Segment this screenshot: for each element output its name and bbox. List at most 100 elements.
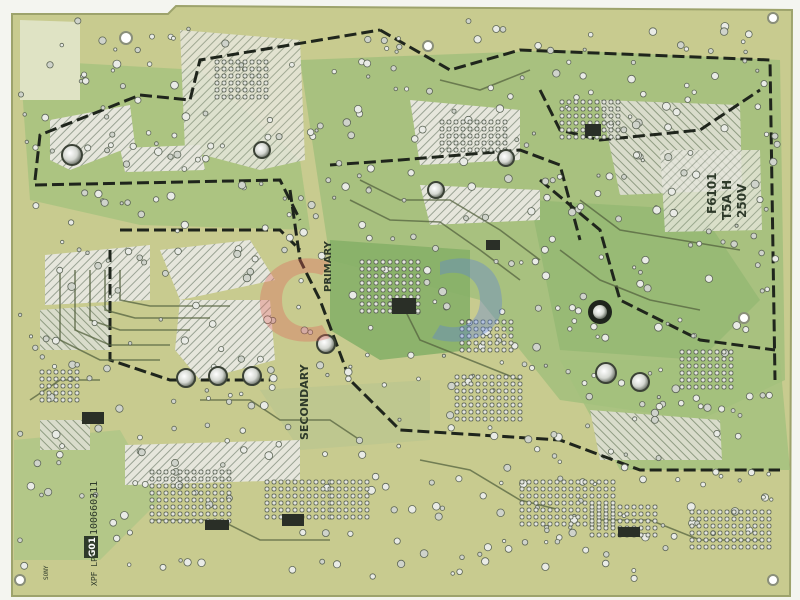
solder-pad-icon bbox=[60, 383, 66, 389]
solder-pad-icon bbox=[249, 80, 255, 86]
solder-pad-icon bbox=[501, 347, 507, 353]
solder-pad-icon bbox=[181, 112, 191, 121]
solder-pad-icon bbox=[692, 394, 700, 402]
solder-pad-icon bbox=[163, 518, 169, 524]
solder-pad-icon bbox=[468, 395, 474, 401]
solder-pad-icon bbox=[554, 500, 560, 506]
solder-pad-icon bbox=[503, 416, 509, 422]
solder-pad-icon bbox=[242, 73, 248, 79]
solder-pad-icon bbox=[697, 403, 704, 410]
solder-pad-icon bbox=[17, 91, 24, 98]
solder-pad-icon bbox=[256, 94, 262, 100]
solder-pad-icon bbox=[630, 60, 636, 66]
solder-pad-icon bbox=[648, 27, 658, 36]
solder-pad-icon bbox=[242, 66, 248, 72]
solder-pad-icon bbox=[582, 507, 588, 513]
hatched-copper-areas bbox=[20, 20, 762, 485]
solder-pad-icon bbox=[408, 287, 414, 293]
solder-pad-icon bbox=[482, 381, 488, 387]
solder-pad-icon bbox=[238, 391, 244, 397]
solder-pad-icon bbox=[707, 349, 713, 355]
solder-pad-icon bbox=[540, 486, 546, 492]
solder-pad-icon bbox=[555, 305, 561, 311]
solder-pad-icon bbox=[306, 128, 315, 136]
solder-pad-icon bbox=[745, 544, 751, 550]
solder-pad-icon bbox=[711, 72, 719, 80]
solder-pad-icon bbox=[534, 446, 541, 453]
solder-pad-icon bbox=[652, 511, 658, 517]
solder-pad-icon bbox=[540, 479, 546, 485]
solder-pad-icon bbox=[453, 140, 459, 146]
solder-pad-icon bbox=[529, 364, 536, 371]
solder-pad-icon bbox=[306, 500, 312, 506]
solder-pad-icon bbox=[329, 493, 335, 499]
fuse-label-1: F6101 bbox=[705, 172, 719, 214]
solder-pad-icon bbox=[263, 80, 269, 86]
solder-pad-icon bbox=[532, 342, 541, 352]
solder-pad-icon bbox=[235, 80, 241, 86]
solder-pad-icon bbox=[156, 476, 162, 482]
solder-pad-icon bbox=[568, 521, 574, 527]
solder-pad-icon bbox=[453, 133, 459, 139]
solder-pad-icon bbox=[489, 395, 495, 401]
solder-pad-icon bbox=[631, 120, 641, 130]
solder-pad-icon bbox=[554, 521, 560, 527]
solder-pad-icon bbox=[707, 377, 713, 383]
solder-pad-icon bbox=[724, 509, 730, 515]
solder-pad-icon bbox=[759, 516, 765, 522]
part-number-label: 100660311 bbox=[89, 481, 100, 535]
solder-pad-icon bbox=[707, 356, 713, 362]
solder-pad-icon bbox=[146, 61, 153, 67]
solder-pad-icon bbox=[170, 511, 176, 517]
solder-pad-icon bbox=[380, 294, 386, 300]
mounting-hole-icon bbox=[738, 312, 750, 324]
solder-pad-icon bbox=[343, 479, 349, 485]
solder-pad-icon bbox=[434, 512, 443, 521]
mounting-hole-icon bbox=[422, 40, 434, 52]
solder-pad-icon bbox=[684, 96, 691, 103]
solder-pad-icon bbox=[714, 356, 720, 362]
solder-pad-icon bbox=[720, 239, 726, 245]
solder-pad-icon bbox=[238, 62, 244, 68]
solder-pad-icon bbox=[728, 370, 734, 376]
solder-pad-icon bbox=[617, 504, 623, 510]
solder-pad-icon bbox=[633, 151, 641, 159]
solder-pad-icon bbox=[446, 133, 452, 139]
solder-pad-icon bbox=[742, 58, 748, 64]
solder-pad-icon bbox=[177, 504, 183, 510]
solder-pad-icon bbox=[156, 497, 162, 503]
solder-pad-icon bbox=[94, 261, 102, 270]
solder-pad-icon bbox=[647, 371, 653, 376]
solder-pad-icon bbox=[731, 509, 737, 515]
solder-pad-icon bbox=[170, 497, 176, 503]
solder-pad-icon bbox=[32, 202, 40, 210]
solder-pad-icon bbox=[483, 543, 492, 552]
solder-pad-icon bbox=[675, 477, 681, 483]
solder-pad-icon bbox=[481, 140, 487, 146]
solder-pad-icon bbox=[343, 493, 349, 499]
solder-pad-icon bbox=[74, 383, 80, 389]
solder-pad-icon bbox=[149, 483, 155, 489]
solder-pad-icon bbox=[575, 493, 581, 499]
solder-pad-icon bbox=[396, 443, 402, 449]
solder-pad-icon bbox=[710, 516, 716, 522]
solder-pad-icon bbox=[275, 441, 282, 448]
solder-pad-icon bbox=[446, 411, 455, 420]
solder-pad-icon bbox=[124, 199, 131, 206]
solder-pad-icon bbox=[384, 46, 390, 52]
solder-pad-icon bbox=[728, 384, 734, 390]
solder-pad-icon bbox=[214, 59, 220, 65]
solder-pad-icon bbox=[145, 130, 152, 136]
solder-pad-icon bbox=[191, 497, 197, 503]
solder-pad-icon bbox=[645, 518, 651, 524]
solder-pad-icon bbox=[359, 273, 365, 279]
solder-pad-icon bbox=[710, 523, 716, 529]
solder-pad-icon bbox=[639, 475, 647, 484]
solder-pad-icon bbox=[94, 189, 103, 198]
solder-pad-icon bbox=[710, 537, 716, 543]
solder-pad-icon bbox=[455, 475, 463, 483]
solder-pad-icon bbox=[42, 335, 50, 343]
solder-pad-icon bbox=[547, 500, 553, 506]
solder-pad-icon bbox=[46, 383, 52, 389]
solder-pad-icon bbox=[686, 349, 692, 355]
